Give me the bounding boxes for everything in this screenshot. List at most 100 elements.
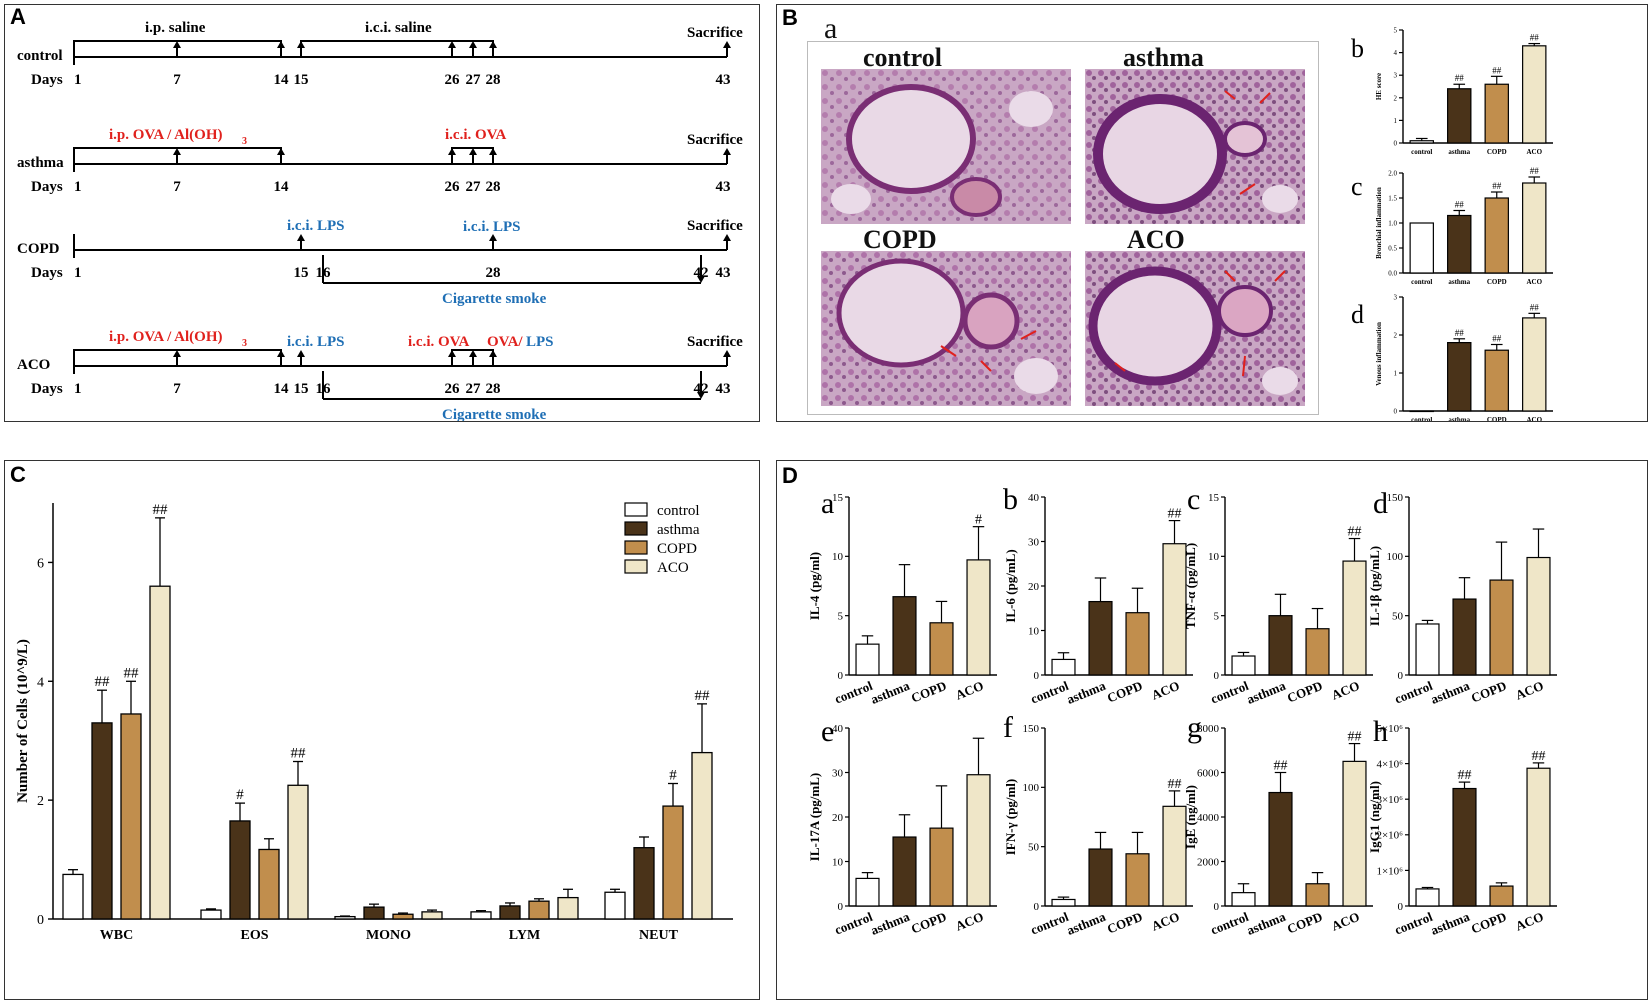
D-d-tick-label: 150 xyxy=(1387,492,1404,504)
c-significance-mark: ## xyxy=(124,665,140,681)
injection-arrow-day-7-head xyxy=(173,350,181,357)
c-bar-WBC-COPD xyxy=(120,713,142,920)
B-b-tick-label: 5 xyxy=(1394,26,1398,34)
c-bar-WBC-ACO xyxy=(149,585,171,920)
D-h-tick-label: 1×10⁶ xyxy=(1376,865,1403,877)
D-f-category-label: asthma xyxy=(1064,909,1108,938)
D-h-category-label: asthma xyxy=(1428,909,1472,938)
B-b-category-label: ACO xyxy=(1526,148,1542,156)
timeline-day-7: 7 xyxy=(173,72,181,88)
timeline-day-1: 1 xyxy=(74,381,82,397)
D-h-tick-label: 4×10⁶ xyxy=(1376,758,1403,770)
sacrifice-arrow-head xyxy=(723,234,731,241)
D-b-category-label: COPD xyxy=(1105,678,1145,706)
D-e-sublabel: e xyxy=(821,715,834,748)
D-c-category-label: COPD xyxy=(1285,678,1325,706)
histology-title-control: control xyxy=(863,43,942,72)
D-c-category-label: ACO xyxy=(1329,678,1361,703)
c-category-label: EOS xyxy=(240,928,268,943)
D-g-category-label: COPD xyxy=(1285,909,1325,937)
D-b-tick-label: 0 xyxy=(1034,670,1040,682)
B-d-sublabel: d xyxy=(1351,300,1364,329)
c-significance-mark: # xyxy=(236,787,244,803)
c-bar-NEUT-asthma xyxy=(633,847,655,920)
D-g-tick-label: 4000 xyxy=(1197,812,1220,824)
timeline-day-14: 14 xyxy=(274,381,290,397)
timeline-days-label: Days xyxy=(31,179,63,195)
ici-bracket xyxy=(300,40,494,51)
c-tick-label: 2 xyxy=(37,794,44,809)
timeline-day-43: 43 xyxy=(716,265,731,281)
D-g-category-label: ACO xyxy=(1329,909,1361,934)
D-e-y-axis-label: IL-17A (pg/mL) xyxy=(807,773,822,861)
D-d-tick-label: 100 xyxy=(1387,551,1404,563)
smoke-end-arrow-head xyxy=(697,392,705,399)
D-a-sublabel: a xyxy=(821,487,834,520)
D-b-bar-COPD xyxy=(1125,612,1150,676)
timeline-day-26: 26 xyxy=(445,72,461,88)
c-category-label: WBC xyxy=(100,928,133,943)
B-b-bar-COPD xyxy=(1484,83,1509,144)
timeline-day-27: 27 xyxy=(466,381,482,397)
sacrifice-arrow-head xyxy=(723,41,731,48)
D-e-tick-label: 30 xyxy=(832,767,844,779)
timeline-day-1: 1 xyxy=(74,179,82,195)
c-category-label: NEUT xyxy=(639,928,679,943)
D-c-tick-label: 15 xyxy=(1208,492,1220,504)
D-e-bar-ACO xyxy=(966,774,991,907)
c-tick-label: 4 xyxy=(37,675,44,690)
B-c-tick-label: 0.5 xyxy=(1388,244,1397,252)
c-bar-WBC-asthma xyxy=(91,722,113,920)
ip-bracket xyxy=(73,40,282,51)
timeline-day-7: 7 xyxy=(173,381,181,397)
D-h-category-label: COPD xyxy=(1469,909,1509,937)
timeline-sacrifice-label: Sacrifice xyxy=(687,334,743,350)
injection-arrow-day-28-head xyxy=(489,234,497,241)
D-e-tick-label: 40 xyxy=(832,723,844,735)
D-g-sublabel: g xyxy=(1187,711,1202,744)
B-b-tick-label: 1 xyxy=(1394,117,1398,125)
D-d-category-label: asthma xyxy=(1428,678,1472,707)
D-b-category-label: asthma xyxy=(1064,678,1108,707)
c-bar-EOS-ACO xyxy=(287,784,309,920)
D-d-bar-control xyxy=(1415,623,1440,676)
D-c-tick-label: 0 xyxy=(1214,670,1220,682)
D-e-category-label: asthma xyxy=(868,909,912,938)
c-tick-label: 6 xyxy=(37,556,44,571)
D-b-tick-label: 10 xyxy=(1028,625,1040,637)
timeline-day-28: 28 xyxy=(486,179,501,195)
D-a-bar-ACO xyxy=(966,559,991,676)
D-f-significance-mark: ## xyxy=(1168,777,1182,792)
timeline-day-27: 27 xyxy=(466,179,482,195)
D-f-tick-label: 50 xyxy=(1028,842,1040,854)
timeline-protocol-label: i.p. OVA / Al(OH) xyxy=(109,127,223,143)
timeline-day-28: 28 xyxy=(486,72,501,88)
D-a-tick-label: 10 xyxy=(832,551,844,563)
B-b-tick-label: 0 xyxy=(1394,139,1398,147)
B-d-significance-mark: ## xyxy=(1455,328,1465,338)
c-bar-MONO-asthma xyxy=(363,906,385,920)
timeline-day-43: 43 xyxy=(716,381,731,397)
histology-title-asthma: asthma xyxy=(1123,43,1204,72)
B-b-significance-mark: ## xyxy=(1455,73,1465,83)
D-a-significance-mark: # xyxy=(975,513,982,528)
c-bar-LYM-COPD xyxy=(528,900,550,920)
B-b-category-label: control xyxy=(1411,148,1432,156)
D-f-bar-ACO xyxy=(1162,805,1187,907)
timeline-day-26: 26 xyxy=(445,381,461,397)
B-c-tick-label: 1.0 xyxy=(1388,219,1397,227)
D-h-bar-ACO xyxy=(1526,767,1551,907)
D-a-y-axis-label: IL-4 (pg/ml) xyxy=(807,552,822,620)
D-a-category-label: COPD xyxy=(909,678,949,706)
D-d-category-label: ACO xyxy=(1513,678,1545,703)
D-f-sublabel: f xyxy=(1003,711,1013,744)
D-f-bar-control xyxy=(1051,898,1076,907)
B-b-tick-label: 3 xyxy=(1394,72,1398,80)
timeline-protocol-label: i.c.i. LPS xyxy=(463,219,521,235)
D-f-y-axis-label: IFN-γ (pg/ml) xyxy=(1003,779,1018,856)
D-f-tick-label: 100 xyxy=(1023,782,1040,794)
timeline-day-15: 15 xyxy=(294,381,309,397)
D-a-tick-label: 5 xyxy=(838,611,844,623)
c-significance-mark: ## xyxy=(291,746,307,762)
D-d-y-axis-label: IL-1β (pg/mL) xyxy=(1367,546,1382,626)
